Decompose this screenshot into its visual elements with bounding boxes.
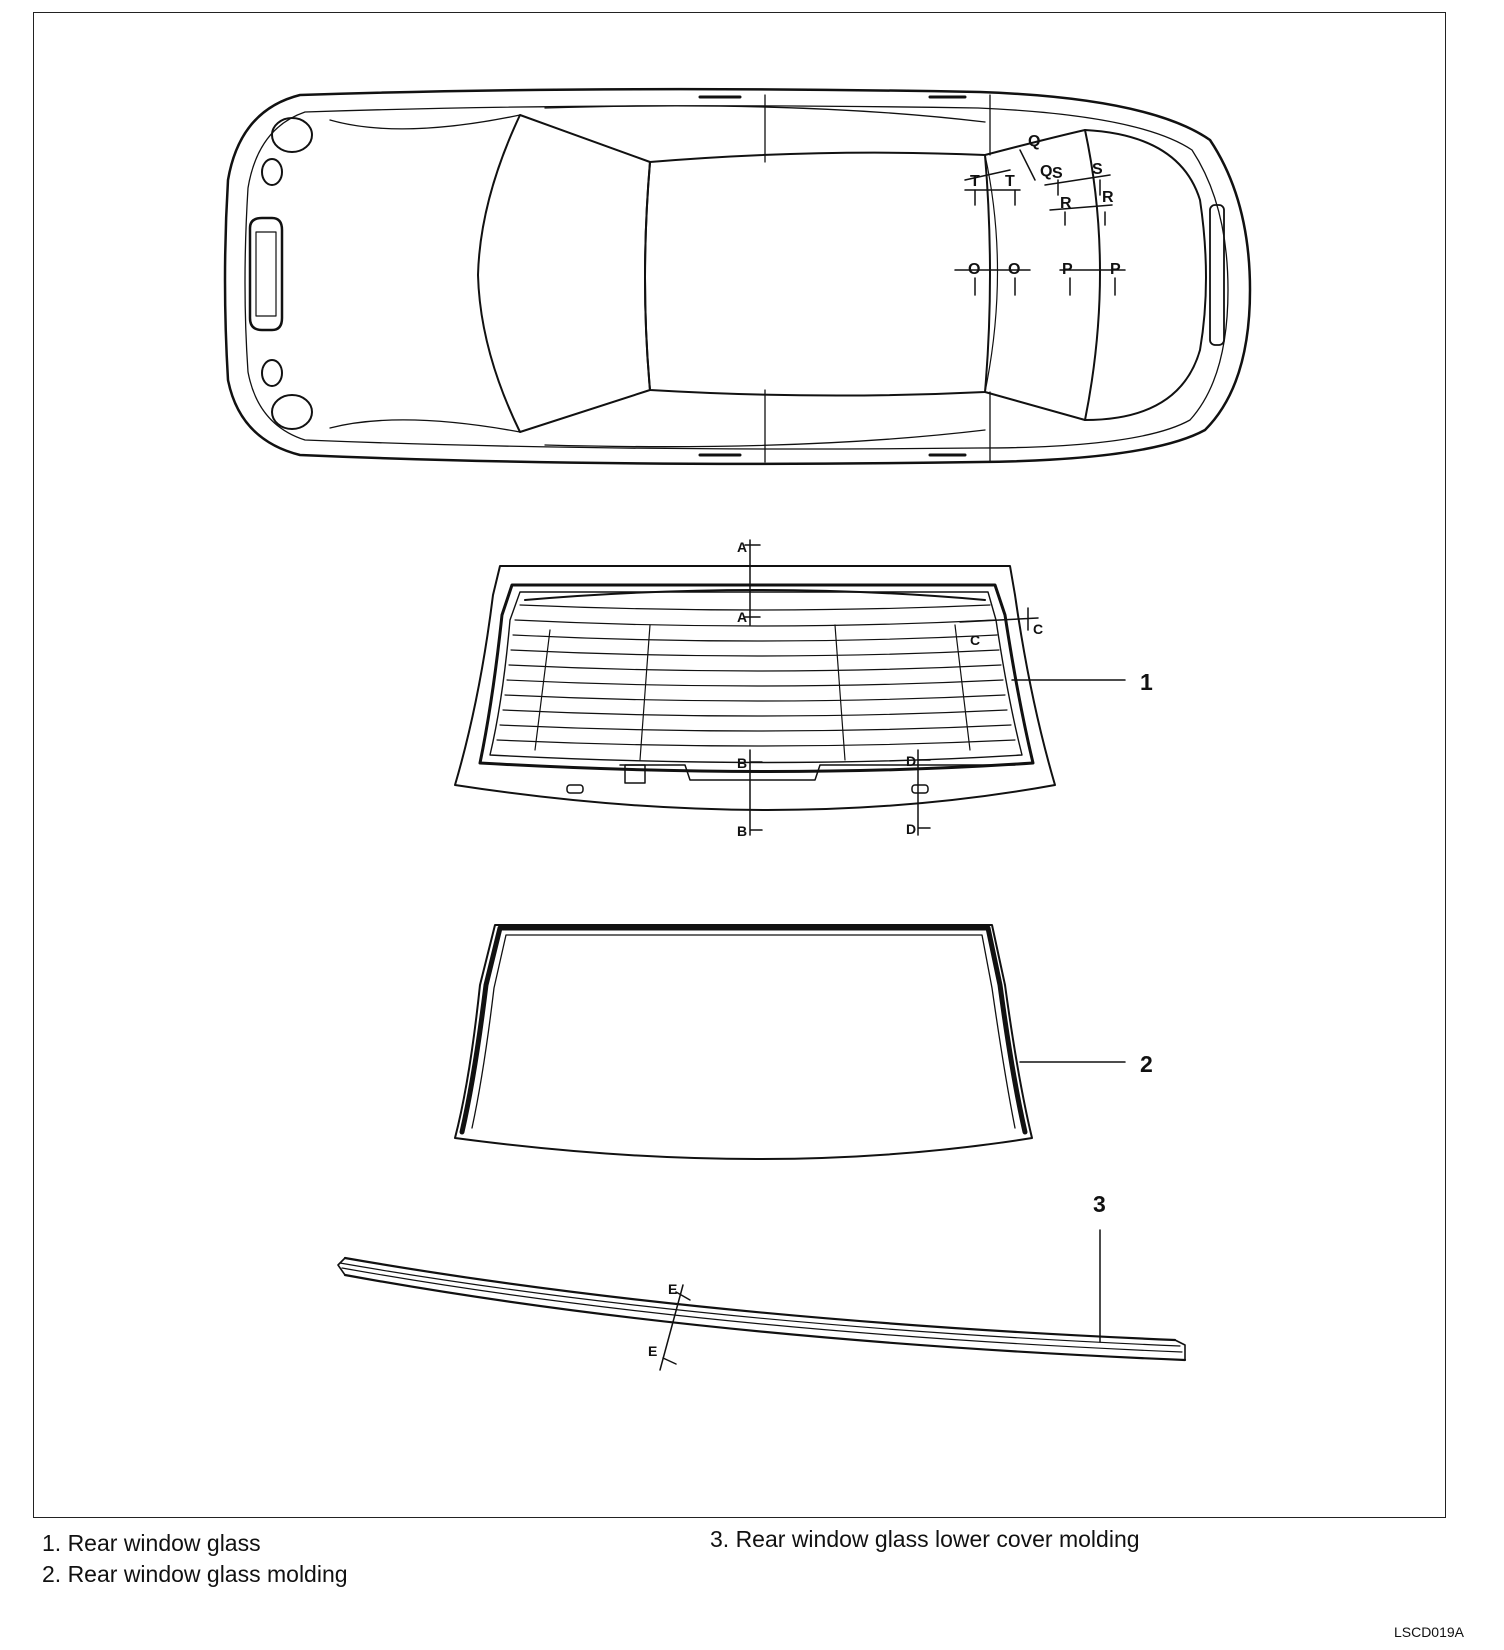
defroster-grid (496, 589, 1016, 761)
figure-code: LSCD019A (1393, 1624, 1464, 1640)
glass-bottom-trim (619, 764, 1016, 781)
callout-1: 1 (1140, 669, 1153, 695)
right-headlamp (271, 394, 313, 430)
glass-bottom-connector (624, 764, 646, 784)
marker-q-2: Q (1040, 163, 1052, 180)
marker-e-2: E (648, 1343, 657, 1359)
lower-molding-top-edge (343, 1256, 1177, 1342)
legend-item-1: 1. Rear window glass (42, 1530, 261, 1556)
marker-c-2: C (970, 632, 980, 648)
callout-3: 3 (1093, 1191, 1106, 1217)
marker-s-1: S (1052, 165, 1063, 182)
car-body-outline (223, 87, 1252, 466)
glass-frame-outer (478, 583, 1035, 773)
roof-panel (644, 151, 991, 397)
molding-inner-edge (471, 934, 1016, 1129)
marker-q-1: Q (1028, 133, 1040, 150)
front-grille-inner (255, 231, 277, 317)
marker-a-2: A (737, 609, 747, 625)
windshield-outline (477, 114, 651, 433)
side-window-lines (544, 105, 986, 448)
door-lines (764, 94, 991, 463)
marker-o-1: O (968, 261, 980, 278)
rear-spoiler (1209, 204, 1225, 346)
section-e-line (659, 1284, 691, 1371)
car-section-markers (954, 149, 1126, 296)
lower-molding-right-end (1174, 1339, 1186, 1361)
glass-frame-inner (489, 591, 1023, 764)
marker-p-1: P (1062, 261, 1073, 278)
marker-e-1: E (668, 1281, 677, 1297)
rear-window-outline (984, 129, 1101, 421)
glass-clip-left (566, 784, 584, 794)
marker-p-2: P (1110, 261, 1121, 278)
legend-item-3: 3. Rear window glass lower cover molding (710, 1526, 1140, 1552)
marker-d-2: D (906, 821, 916, 837)
marker-t-1: T (970, 173, 980, 190)
lower-cover-molding (337, 1229, 1187, 1371)
marker-a-1: A (737, 539, 747, 555)
marker-o-2: O (1008, 261, 1020, 278)
lower-molding-mid-2 (341, 1267, 1183, 1353)
front-grille (248, 216, 284, 332)
rear-window-glass-molding (454, 924, 1126, 1160)
trunk-outline (1084, 129, 1207, 421)
marker-b-1: B (737, 755, 747, 771)
glass-panel-outline (454, 565, 1056, 811)
car-body-inner-outline (244, 105, 1229, 450)
lower-molding-mid-1 (339, 1262, 1181, 1347)
marker-r-2: R (1102, 189, 1114, 206)
right-fog-lamp (261, 359, 283, 387)
marker-t-2: T (1005, 173, 1015, 190)
marker-d-1: D (906, 753, 916, 769)
lower-molding-bottom-edge (343, 1273, 1187, 1362)
left-fog-lamp (261, 158, 283, 186)
marker-s-2: S (1092, 161, 1103, 178)
left-headlamp (271, 117, 313, 153)
glass-section-labels: A A B B C C D D (737, 539, 1043, 839)
molding-thick-border (459, 925, 1028, 1135)
car-top-view (223, 87, 1252, 466)
legend-item-2: 2. Rear window glass molding (42, 1561, 348, 1587)
diagram-frame (33, 12, 1446, 1518)
hood-line (329, 114, 521, 433)
molding-outer-edge (454, 924, 1033, 1160)
glass-clip-right (911, 784, 929, 794)
callout-2: 2 (1140, 1051, 1153, 1077)
molding-section-labels: E E (648, 1281, 677, 1359)
marker-b-2: B (737, 823, 747, 839)
sunroof-line (984, 154, 999, 393)
glass-section-markers (744, 539, 1039, 836)
door-handles (698, 95, 967, 457)
marker-r-1: R (1060, 195, 1072, 212)
lower-molding-left-end (337, 1257, 346, 1276)
car-section-labels: Q Q T T S S R R O O P P (968, 133, 1121, 278)
rear-window-glass (454, 565, 1126, 811)
marker-c-1: C (1033, 621, 1043, 637)
